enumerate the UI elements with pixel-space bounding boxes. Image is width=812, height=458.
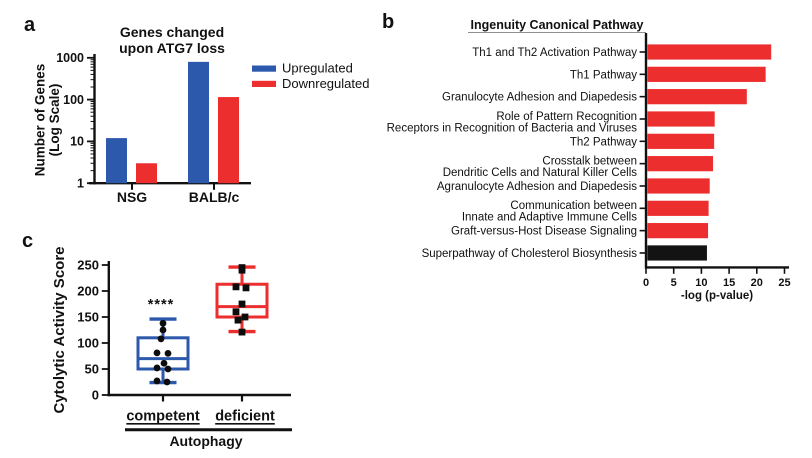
legend-swatch [252,65,276,72]
x-tick-label: 10 [695,277,707,289]
pathway-label: Th2 Pathway [570,136,637,148]
pathway-bar [647,223,709,239]
group-label-competent: competent [126,409,199,425]
pathway-label: Th1 and Th2 Activation Pathway [472,47,637,59]
pathway-bar [647,245,707,261]
pathway-bar [647,178,710,194]
pathway-label: Superpathway of Cholesterol Biosynthesis [422,248,638,260]
y-tick-label: 200 [77,284,99,299]
y-tick-label: 1 [77,177,84,191]
panel-a-title-line1: Genes changed [120,24,224,40]
panel-b-xlabel: -log (p-value) [681,290,753,302]
group-label-deficient: deficient [215,409,275,425]
box-deficient [215,282,269,319]
pathway-bar [647,66,766,82]
data-point [238,328,246,336]
pathway-label: Innate and Adaptive Immune Cells [462,212,637,224]
pathway-label: Granulocyte Adhesion and Diapedesis [442,92,637,104]
pathway-label: Crosstalk between [542,155,637,167]
panel-c-ylabel: Cytolytic Activity Score [51,247,68,414]
pathway-label: Dendritic Cells and Natural Killer Cells [443,167,638,179]
data-point [238,266,246,274]
autophagy-axis-label: Autophagy [169,433,242,449]
data-point [157,335,165,343]
panel-a-ylabel-line2: (Log Scale) [47,84,62,157]
data-point [241,313,249,321]
panel-a-letter: a [24,14,36,36]
data-point [160,359,168,367]
y-tick-label: 10 [70,135,84,149]
legend-label: Upregulated [282,61,353,76]
category-label: NSG [117,189,147,205]
data-point [164,350,172,357]
x-tick-label: 15 [723,277,735,289]
ingenuity-pathway-chart: 0 5 10 15 20 25 Th1 and Th2 Activation Pathway… [387,33,791,289]
panel-c-letter: c [22,230,33,252]
y-tick-label: 0 [92,388,99,403]
data-point [153,377,161,385]
legend-label: Downregulated [282,76,369,91]
x-tick-label: 5 [671,277,677,289]
pathway-label: Communication between [510,200,637,212]
y-tick-label: 100 [77,336,99,351]
significance-stars: **** [148,297,175,313]
data-point [234,316,242,324]
bar-downregulated [218,97,239,184]
legend-swatch [252,80,276,87]
bar-downregulated [136,163,157,184]
pathway-bar [647,89,747,105]
data-point [159,319,167,327]
pathway-label: Agranulocyte Adhesion and Diapedesis [437,181,637,193]
y-tick-label: 250 [77,258,99,273]
pathway-bar [647,156,714,172]
pathway-label: Th1 Pathway [570,69,637,81]
pathway-label: Role of Pattern Recognition [496,111,637,123]
data-point [238,300,246,308]
pathway-label: Graft-versus-Host Disease Signaling [451,226,637,238]
data-point [153,364,161,372]
data-point [163,378,171,386]
y-tick-label: 150 [77,310,99,325]
pathway-label: Receptors in Recognition of Bacteria and… [387,122,638,134]
panel-a-title-line2: upon ATG7 loss [119,40,225,56]
panel-b-letter: b [382,11,394,33]
pathway-bar [647,111,715,127]
data-point [232,283,240,291]
panel-a-ylabel-line1: Number of Genes [33,64,48,177]
data-point [159,326,167,334]
pathway-bar [647,200,709,216]
data-point [164,365,172,373]
data-point [242,284,250,292]
category-label: BALB/c [189,189,240,205]
bar-upregulated [106,138,127,184]
y-tick-label: 100 [63,93,84,107]
bar-upregulated [188,61,209,184]
y-tick-label: 50 [85,362,99,377]
x-tick-label: 25 [778,277,790,289]
panel-b-title: Ingenuity Canonical Pathway [471,18,644,32]
x-tick-label: 20 [751,277,763,289]
data-point [232,308,240,316]
cytolytic-activity-chart: 0 50 100 150 200 250 competent deficient [77,258,292,432]
pathway-bar [647,44,772,60]
y-tick-label: 1000 [56,51,84,65]
x-tick-label: 0 [643,277,649,289]
pathway-bar [647,133,715,149]
data-point [153,349,161,357]
